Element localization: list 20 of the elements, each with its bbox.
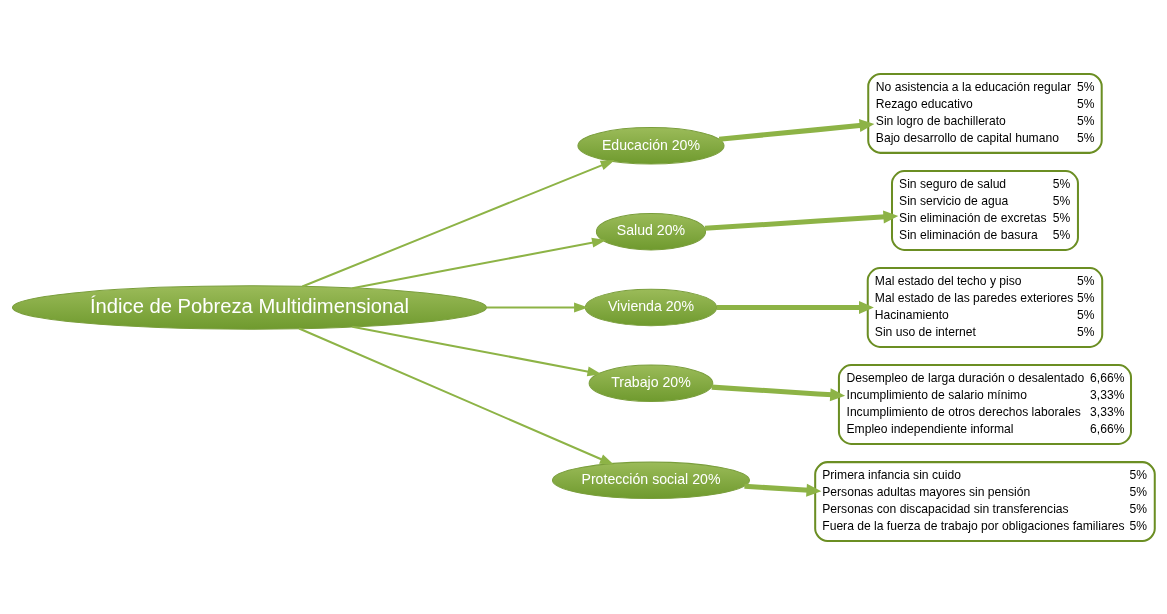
arrow (486, 302, 589, 312)
arrow (716, 300, 874, 314)
arrow (744, 483, 822, 497)
arrow (301, 159, 615, 287)
arrow (711, 384, 846, 401)
node-box: No asistencia a la educación regular 5% Rezago educativo 5% Sin logro de bachillerato 5% Bajo desarrollo de capital humano 5% (867, 72, 1103, 154)
node-box: Desempleo de larga duración o desalentado 6,66% Incumplimiento de salario mínimo 3,33% Incumplimiento de otros derechos laborales 3,33% Empleo independiente informal 6,66% (837, 363, 1132, 445)
node-ellipse: Protección social 20% (551, 461, 750, 499)
node-ellipse: Salud 20% (595, 212, 707, 250)
node-ellipse: Vivienda 20% (584, 288, 718, 326)
arrow (704, 209, 899, 231)
node-box: Mal estado del techo y piso 5% Mal estado de las paredes exteriores 5% Hacinamiento 5% Sin uso de internet 5% (866, 266, 1104, 348)
arrow (718, 118, 875, 142)
node-ellipse: Índice de Pobreza Multidimensional (11, 284, 487, 330)
node-box: Sin seguro de salud 5% Sin servicio de agua 5% Sin eliminación de excretas 5% Sin eliminación de basura 5% (891, 169, 1079, 251)
arrow (352, 237, 607, 289)
arrow (298, 327, 615, 465)
node-ellipse: Educación 20% (577, 126, 725, 164)
arrow (352, 325, 602, 376)
node-box: Primera infancia sin cuido 5% Personas adultas mayores sin pensión 5% Personas con discapacidad sin transferencias 5% Fuera de la fuerza de trabajo por obligaciones familiares 5% (814, 460, 1156, 542)
